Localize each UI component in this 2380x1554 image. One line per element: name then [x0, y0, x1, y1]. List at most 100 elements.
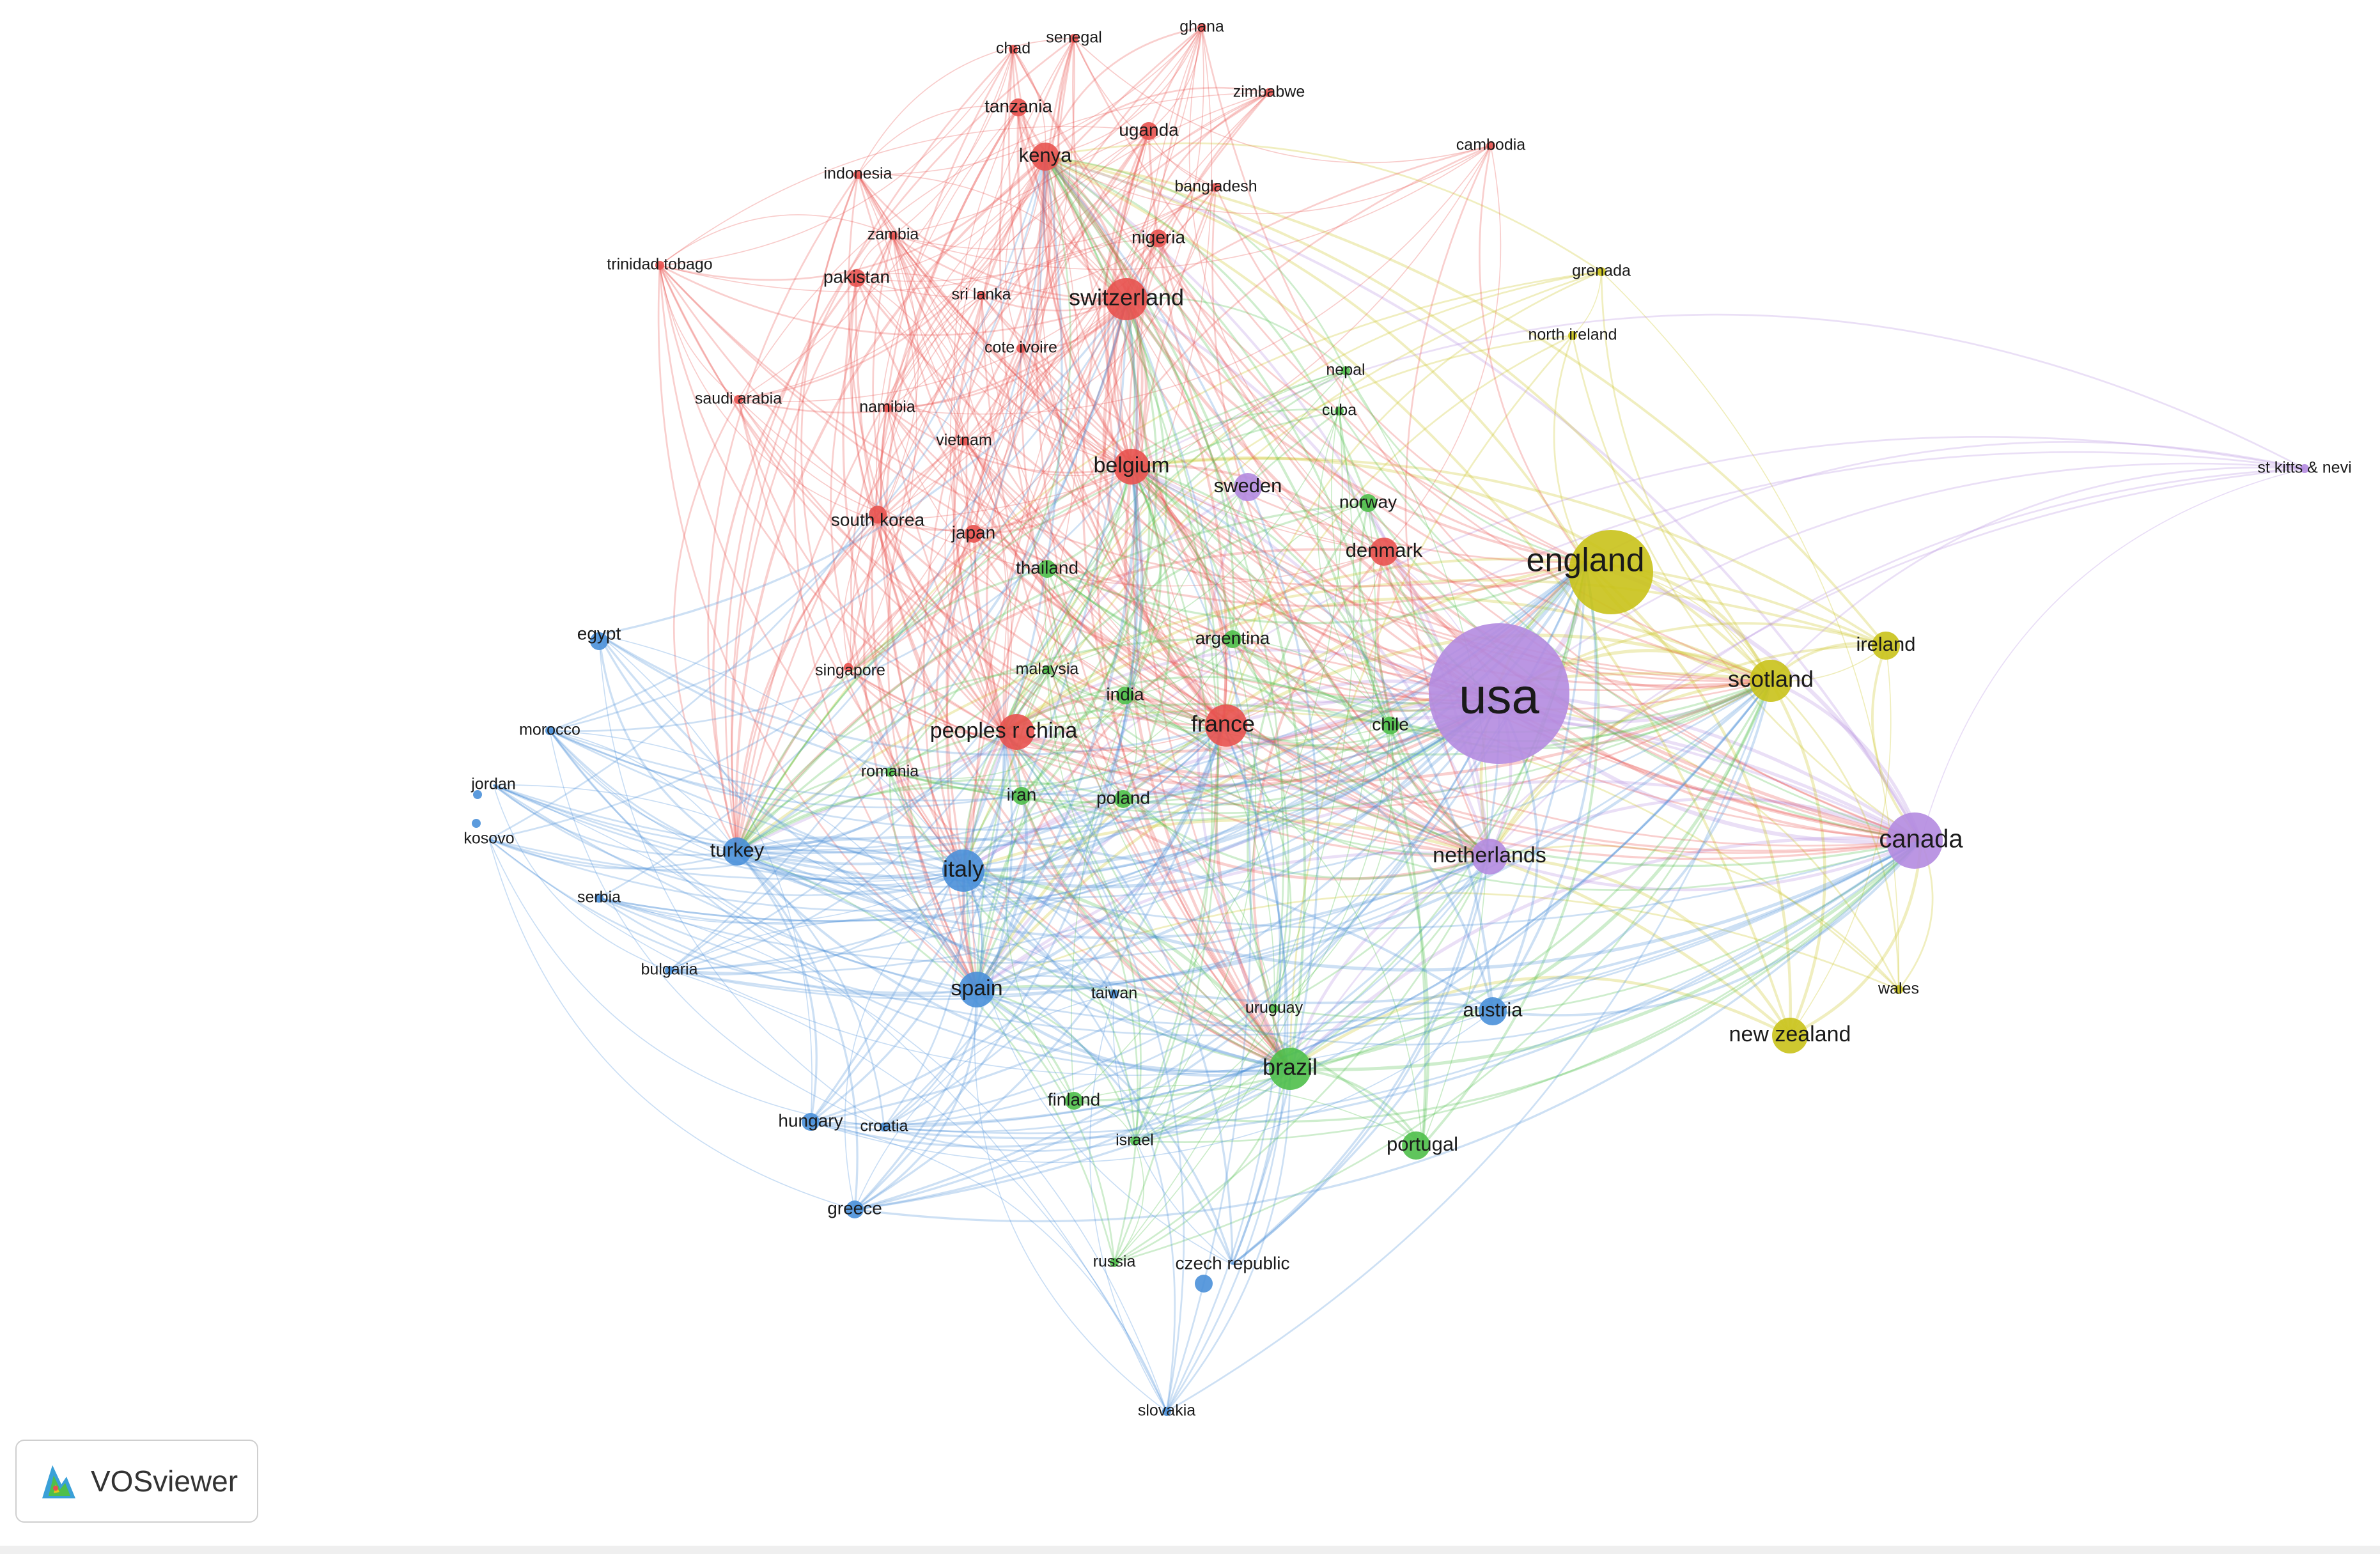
node-sri-lanka[interactable]	[977, 291, 986, 300]
link-hungary-usa	[810, 699, 1500, 1123]
node-zambia[interactable]	[889, 231, 898, 240]
node-switzerland[interactable]	[1105, 278, 1147, 320]
link-trinidad-tobago-scotland	[659, 265, 1771, 692]
node-trinidad-tobago[interactable]	[655, 261, 664, 270]
node-nepal[interactable]	[1341, 366, 1350, 375]
link-austria-belgium	[1131, 465, 1494, 1012]
node-grenada[interactable]	[1597, 267, 1606, 276]
node-bulgaria[interactable]	[665, 966, 674, 975]
node-morocco[interactable]	[545, 726, 554, 735]
node-uruguay[interactable]	[1270, 1004, 1279, 1013]
node-saudi-arabia[interactable]	[734, 395, 743, 404]
node-label-japan: japan	[951, 522, 996, 542]
node-israel[interactable]	[1130, 1137, 1139, 1146]
node-romania[interactable]	[885, 768, 894, 777]
link-austria-scotland	[1492, 680, 1772, 1013]
link-malaysia-turkey	[736, 669, 1048, 852]
node-greece[interactable]	[846, 1200, 864, 1218]
node-scotland[interactable]	[1750, 660, 1792, 702]
link-morocco-belgium	[549, 466, 1133, 732]
node-czech-republic[interactable]	[1195, 1275, 1213, 1293]
node-label-uruguay: uruguay	[1245, 999, 1303, 1017]
node-spain[interactable]	[959, 972, 995, 1007]
link-denmark-cambodia	[1383, 145, 1502, 552]
node-north-ireland[interactable]	[1568, 331, 1577, 340]
node-new-zealand[interactable]	[1772, 1018, 1808, 1053]
node-peoples-r-china[interactable]	[999, 714, 1034, 750]
node-jordan[interactable]	[473, 790, 482, 799]
node-ghana[interactable]	[1197, 23, 1206, 32]
node-vietnam[interactable]	[960, 437, 968, 446]
node-croatia[interactable]	[880, 1123, 889, 1131]
node-turkey[interactable]	[723, 837, 751, 866]
node-namibia[interactable]	[883, 403, 892, 412]
link-france-brazil	[1214, 725, 1292, 1070]
node-brazil[interactable]	[1269, 1048, 1311, 1090]
link-vietnam-canada	[963, 440, 1922, 847]
node-belgium[interactable]	[1114, 449, 1149, 485]
node-sweden[interactable]	[1234, 473, 1262, 501]
link-serbia-kenya	[598, 156, 1046, 899]
node-singapore[interactable]	[844, 663, 853, 672]
node-st-kitts-nevi[interactable]	[2300, 464, 2309, 473]
node-india[interactable]	[1116, 687, 1134, 704]
link-saudi-arabia-kenya	[738, 156, 1046, 400]
node-label-grenada: grenada	[1572, 262, 1631, 280]
link-denmark-spain	[976, 550, 1385, 990]
node-poland[interactable]	[1114, 790, 1132, 808]
node-hungary[interactable]	[802, 1113, 820, 1131]
link-austria-brazil	[1289, 1001, 1493, 1070]
link-czech-republic-spain	[976, 988, 1234, 1265]
node-norway[interactable]	[1359, 494, 1377, 512]
node-senegal[interactable]	[1069, 34, 1078, 43]
node-canada[interactable]	[1886, 812, 1943, 869]
node-cote-ivoire[interactable]	[1016, 344, 1025, 353]
node-serbia[interactable]	[595, 894, 603, 903]
node-bangladesh[interactable]	[1211, 183, 1220, 192]
node-wales[interactable]	[1894, 985, 1903, 994]
vosviewer-badge[interactable]: VOSviewer	[15, 1440, 258, 1523]
node-portugal[interactable]	[1402, 1131, 1430, 1160]
link-kenya-england	[1044, 156, 1586, 564]
node-egypt[interactable]	[590, 632, 608, 650]
node-russia[interactable]	[1110, 1258, 1119, 1267]
node-netherlands[interactable]	[1472, 839, 1507, 874]
node-kosovo[interactable]	[472, 819, 481, 828]
node-chile[interactable]	[1381, 717, 1399, 734]
node-zimbabwe[interactable]	[1264, 88, 1273, 97]
node-slovakia[interactable]	[1162, 1407, 1171, 1416]
node-italy[interactable]	[942, 850, 984, 892]
node-malaysia[interactable]	[1043, 665, 1052, 674]
node-austria[interactable]	[1479, 997, 1507, 1025]
node-tanzania[interactable]	[1009, 98, 1027, 116]
link-turkey-peoples-r-china	[736, 731, 1005, 853]
link-italy-turkey	[736, 836, 964, 872]
node-south-korea[interactable]	[869, 506, 887, 524]
node-cambodia[interactable]	[1486, 141, 1495, 150]
link-egypt-italy	[598, 634, 964, 872]
link-belgium-switzerland	[1124, 299, 1148, 467]
node-ireland[interactable]	[1872, 632, 1900, 660]
link-uganda-namibia	[887, 130, 1149, 408]
node-kenya[interactable]	[1031, 143, 1059, 171]
node-pakistan[interactable]	[848, 269, 866, 287]
node-finland[interactable]	[1065, 1092, 1083, 1110]
node-denmark[interactable]	[1370, 538, 1398, 566]
node-chad[interactable]	[1009, 45, 1018, 54]
link-japan-ghana	[973, 27, 1204, 534]
node-thailand[interactable]	[1038, 560, 1056, 578]
node-indonesia[interactable]	[853, 170, 862, 179]
node-cuba[interactable]	[1335, 407, 1344, 416]
link-malaysia-cuba	[1046, 410, 1340, 671]
node-usa[interactable]	[1429, 623, 1569, 764]
node-nigeria[interactable]	[1149, 229, 1167, 247]
link-chile-netherlands	[1389, 725, 1490, 858]
node-japan[interactable]	[965, 525, 983, 543]
node-france[interactable]	[1205, 704, 1247, 747]
node-taiwan[interactable]	[1110, 990, 1119, 998]
node-iran[interactable]	[1013, 787, 1031, 805]
node-england[interactable]	[1569, 530, 1653, 614]
node-uganda[interactable]	[1140, 122, 1158, 140]
node-argentina[interactable]	[1224, 630, 1241, 648]
